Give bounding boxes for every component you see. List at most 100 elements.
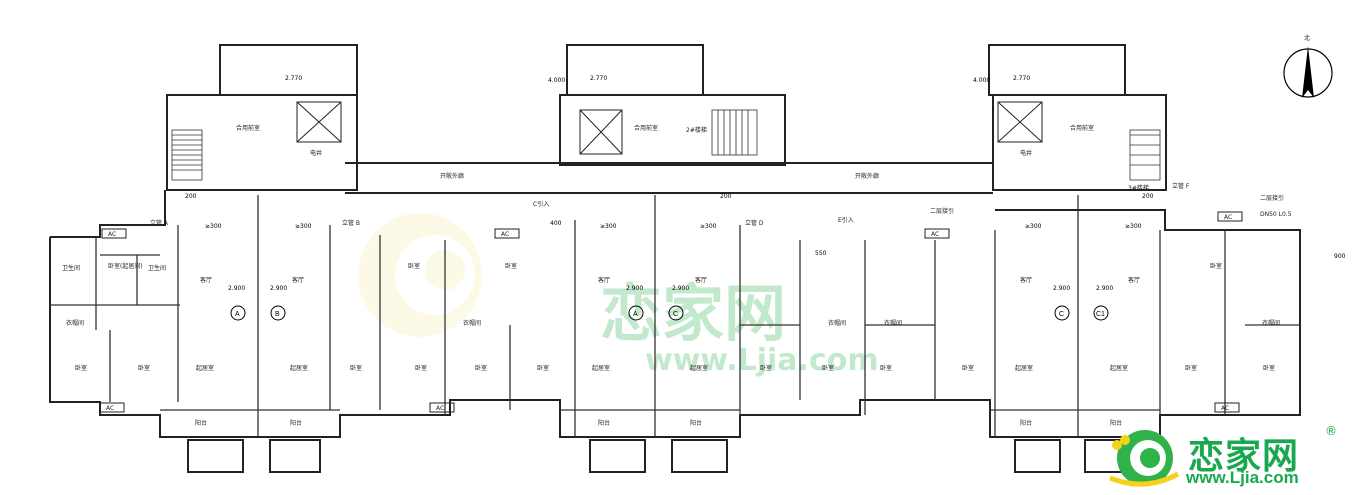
unit-label-5: C (1059, 311, 1064, 318)
room-main-3: 起居室 (592, 364, 610, 372)
dim-550: 550 (815, 250, 827, 257)
room-bedroom-12: 卧室 (962, 364, 974, 372)
dim-300-c: ≥300 (600, 223, 617, 230)
room-bedroom-9: 卧室 (760, 364, 772, 372)
note-pipe-b: 二层接引 (1260, 194, 1284, 202)
room-main-1: 起居室 (196, 364, 214, 372)
room-bedroom-11: 卧室 (880, 364, 892, 372)
note-stair-2: 2#楼梯 (686, 126, 707, 134)
room-bedroom-5: 卧室 (415, 364, 427, 372)
room-bedroom-14: 卧室 (1263, 364, 1275, 372)
room-living-3: 客厅 (598, 276, 610, 284)
dim-200-b: 200 (720, 193, 732, 200)
room-shared-hall-2: 合用前室 (634, 124, 658, 132)
ac-label-1: AC (108, 231, 116, 238)
room-shared-hall-1: 合用前室 (236, 124, 260, 132)
room-bedroom-7: 卧室 (475, 364, 487, 372)
corridor-label-left: 开敞外廊 (440, 172, 464, 180)
note-standpipe-a: 立管 A (150, 219, 169, 227)
dim-300-e: ≥300 (1025, 223, 1042, 230)
room-balcony-6: 阳台 (1110, 419, 1122, 427)
room-balcony-2: 阳台 (290, 419, 302, 427)
ac-label-2: AC (501, 231, 509, 238)
note-c-in: C引入 (533, 200, 549, 208)
dim-300-b: ≥300 (295, 223, 312, 230)
dim-4000-b: 4.000 (973, 77, 990, 84)
room-study-1: 卧室(起居间) (108, 262, 143, 270)
north-arrow-icon (1283, 46, 1333, 98)
room-bedroom-6: 卧室 (505, 262, 517, 270)
room-closet-1: 衣帽间 (66, 319, 84, 327)
corridor-label-right: 开敞外廊 (855, 172, 879, 180)
watermark-text: 恋家网 (600, 277, 786, 350)
room-bedroom-3: 卧室 (350, 364, 362, 372)
room-closet-2: 衣帽间 (463, 319, 481, 327)
room-lobby-1: 电井 (310, 149, 322, 157)
logo-url: www.Ljia.com (1186, 468, 1299, 487)
stairwells (171, 109, 1161, 181)
unit-level-1: 2.900 (228, 285, 245, 292)
watermark-snail-mark (358, 213, 482, 337)
room-closet-3: 衣帽间 (828, 319, 846, 327)
room-closet-4: 衣帽间 (884, 319, 902, 327)
room-living-6: 客厅 (1128, 276, 1140, 284)
note-standpipe-d: 立管 D (745, 219, 764, 227)
north-label: 北 (1304, 34, 1310, 42)
unit-level-6: 2.900 (1096, 285, 1113, 292)
ac-label-4: AC (1224, 214, 1232, 221)
elevator-shafts (296, 101, 1043, 155)
interior-walls (50, 195, 1300, 437)
room-lobby-2: 电井 (1020, 149, 1032, 157)
ac-label-7: AC (1221, 405, 1229, 412)
unit-label-1: A (235, 311, 240, 318)
elevation-a: 2.770 (285, 75, 302, 82)
room-balcony-3: 阳台 (598, 419, 610, 427)
room-bedroom-4: 卧室 (408, 262, 420, 270)
unit-level-3: 2.900 (626, 285, 643, 292)
elevation-b: 2.770 (590, 75, 607, 82)
dim-4000-a: 4.000 (548, 77, 565, 84)
room-bath-1: 卫生间 (62, 264, 80, 272)
room-living-2: 客厅 (292, 276, 304, 284)
unit-label-4: C (673, 311, 678, 318)
elevation-c: 2.770 (1013, 75, 1030, 82)
unit-label-2: B (275, 311, 280, 318)
unit-level-5: 2.900 (1053, 285, 1070, 292)
unit-label-6: C1 (1096, 311, 1105, 318)
dim-400: 400 (550, 220, 562, 227)
dim-300-d: ≥300 (700, 223, 717, 230)
room-bath-2: 卫生间 (148, 264, 166, 272)
note-pipe-b2: 二层接引 (930, 207, 954, 215)
unit-label-3: A (633, 311, 638, 318)
room-main-2: 起居室 (290, 364, 308, 372)
building-outline (49, 44, 1301, 473)
ac-units (99, 211, 1243, 413)
unit-markers (230, 305, 1109, 321)
dim-300-a: ≥300 (205, 223, 222, 230)
ac-label-3: AC (931, 231, 939, 238)
note-standpipe-f: 立管 F (1172, 182, 1190, 190)
room-living-1: 客厅 (200, 276, 212, 284)
dim-200-c: 200 (1142, 193, 1154, 200)
room-main-5: 起居室 (1015, 364, 1033, 372)
room-living-5: 客厅 (1020, 276, 1032, 284)
dim-200-a: 200 (185, 193, 197, 200)
logo-wordmark: 恋家网 (1188, 436, 1300, 477)
ac-label-6: AC (436, 405, 444, 412)
room-shared-hall-3: 合用前室 (1070, 124, 1094, 132)
dim-900: 900 (1334, 253, 1346, 260)
room-balcony-1: 阳台 (195, 419, 207, 427)
room-bedroom-2: 卧室 (138, 364, 150, 372)
room-bedroom-8: 卧室 (537, 364, 549, 372)
room-bedroom-10: 卧室 (822, 364, 834, 372)
watermark-url: www.Ljia.com (645, 343, 879, 378)
room-bedroom-15: 卧室 (1210, 262, 1222, 270)
room-balcony-4: 阳台 (690, 419, 702, 427)
note-stair-3: 3#楼梯 (1128, 184, 1149, 192)
note-e-in: E引入 (838, 216, 854, 224)
room-bedroom-13: 卧室 (1185, 364, 1197, 372)
room-closet-5: 衣帽间 (1262, 319, 1280, 327)
note-standpipe-b: 立管 B (342, 219, 360, 227)
room-bedroom-1: 卧室 (75, 364, 87, 372)
